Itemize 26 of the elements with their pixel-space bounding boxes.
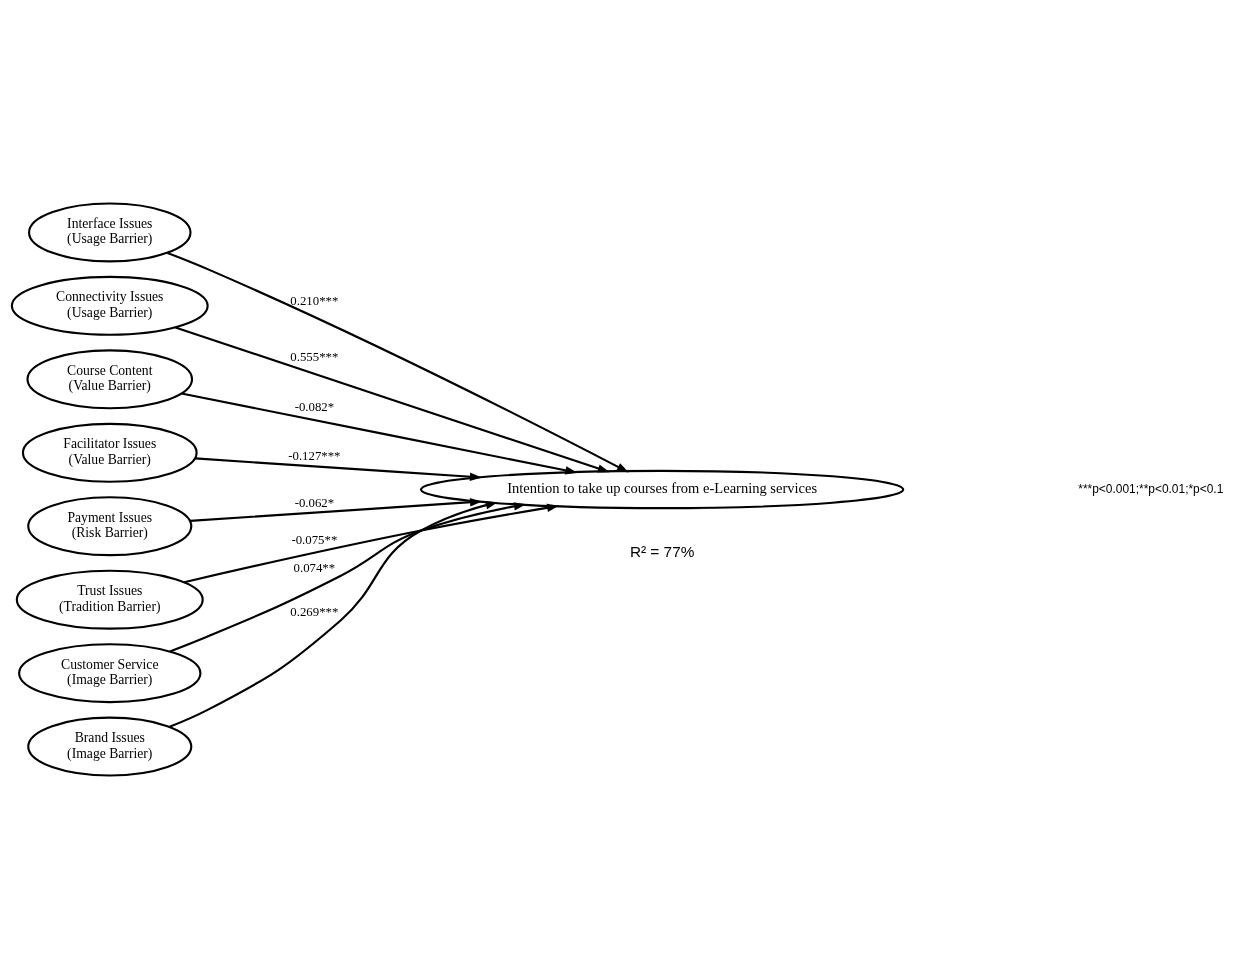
edge-label: -0.082* bbox=[294, 399, 335, 414]
node-ellipse: Connectivity Issues (Usage Barrier) bbox=[10, 275, 209, 336]
node-ellipse: Trust Issues (Tradition Barrier) bbox=[15, 569, 204, 630]
node-ellipse: Brand Issues (Image Barrier) bbox=[27, 716, 193, 777]
arrow bbox=[167, 251, 629, 473]
arrow bbox=[195, 457, 482, 481]
edge-label: 0.210*** bbox=[290, 294, 339, 309]
edge-label: -0.062* bbox=[294, 496, 335, 511]
node-label: R² = 77% bbox=[629, 543, 695, 561]
edge-label: 0.555*** bbox=[290, 350, 339, 365]
arrow bbox=[183, 503, 560, 584]
edge-label: -0.075** bbox=[291, 533, 338, 548]
arrow bbox=[190, 498, 483, 522]
arrow bbox=[169, 502, 526, 653]
node-ellipse: Payment Issues (Risk Barrier) bbox=[27, 496, 193, 557]
arrow bbox=[181, 392, 578, 475]
node-ellipse: Interface Issues (Usage Barrier) bbox=[28, 202, 192, 263]
edge-label: -0.127*** bbox=[288, 449, 341, 464]
node-ellipse: Customer Service (Image Barrier) bbox=[18, 643, 202, 704]
arrow bbox=[169, 501, 498, 728]
node-ellipse: Course Content (Value Barrier) bbox=[26, 349, 194, 410]
arrow bbox=[175, 326, 610, 473]
node-ellipse: Facilitator Issues (Value Barrier) bbox=[21, 422, 198, 483]
edge-label: 0.074** bbox=[293, 560, 336, 575]
label: ***p<0.001;**p<0.01;*p<0.1 bbox=[1078, 481, 1224, 496]
edge-label: 0.269*** bbox=[290, 604, 339, 619]
